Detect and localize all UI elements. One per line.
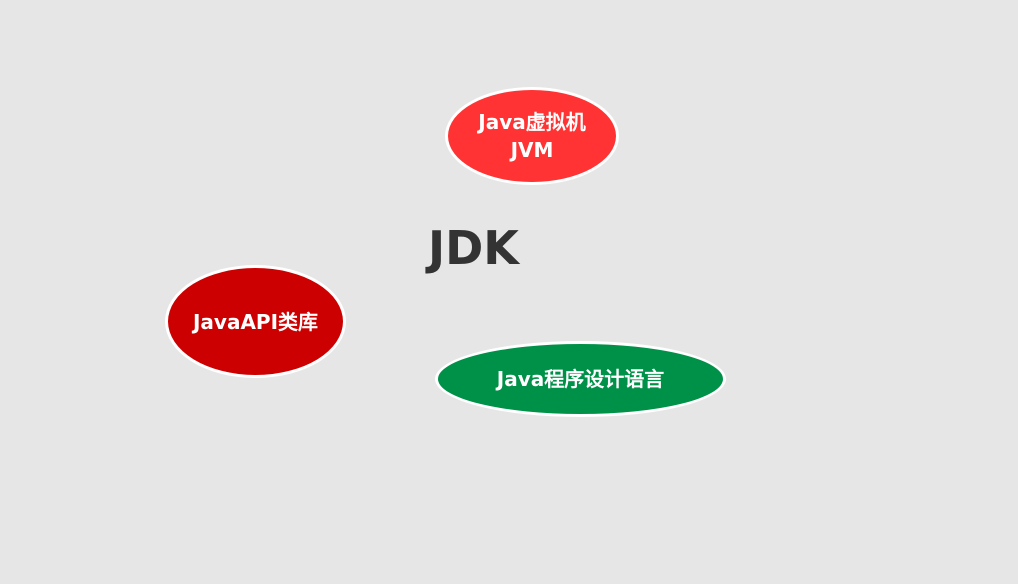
node-jvm-label-line2: JVM <box>510 138 554 162</box>
node-jvm-label-line1: Java虚拟机 <box>478 110 586 134</box>
node-java-api-library-label: JavaAPI类库 <box>192 309 319 334</box>
diagram-title: JDK <box>428 221 519 275</box>
node-java-api-library: JavaAPI类库 <box>165 265 346 378</box>
node-java-programming-language-label: Java程序设计语言 <box>496 367 665 391</box>
node-java-programming-language: Java程序设计语言 <box>435 341 726 417</box>
node-jvm: Java虚拟机 JVM <box>445 87 619 185</box>
